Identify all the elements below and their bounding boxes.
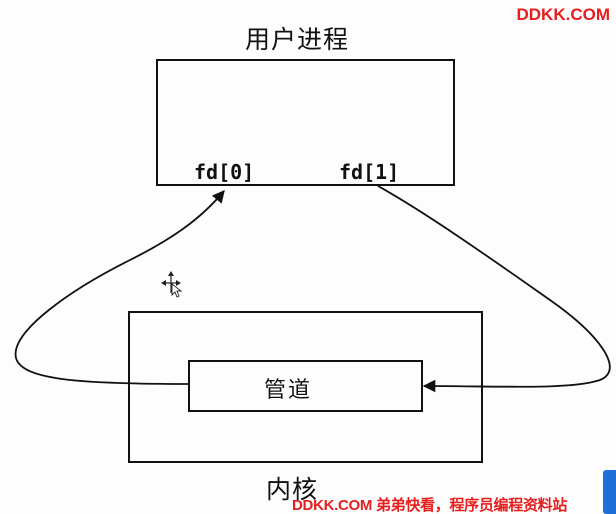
pipe-box — [188, 360, 423, 412]
user-process-box — [156, 59, 455, 186]
fd-read-label: fd[0] — [194, 160, 255, 184]
fd-write-label: fd[1] — [339, 160, 400, 184]
write-arrow — [377, 185, 611, 393]
accent-bar — [603, 470, 616, 514]
kernel-label: 内核 — [266, 475, 319, 504]
watermark-top: DDKK.COM — [516, 5, 611, 24]
read-arrow — [14, 190, 225, 385]
user-process-label: 用户进程 — [245, 25, 350, 54]
move-cursor-icon — [161, 271, 183, 298]
pipe-label: 管道 — [264, 378, 313, 403]
watermark-bottom: DDKK.COM 弟弟快看，程序员编程资料站 — [292, 497, 568, 514]
